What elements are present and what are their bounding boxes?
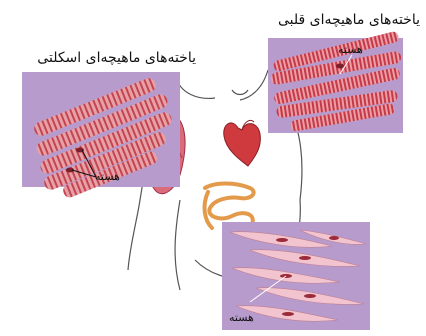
- intestine-icon: [205, 184, 254, 229]
- skeletal-nucleus-label: هسته: [95, 170, 120, 183]
- cardiac-muscle-title: یاخته‌های ماهیچه‌ای قلبی: [262, 12, 420, 28]
- skeletal-muscle-title: یاخته‌های ماهیچه‌ای اسکلتی: [6, 50, 196, 66]
- heart-icon: [224, 120, 261, 166]
- cardiac-muscle-panel: [268, 31, 403, 133]
- smooth-nucleus-label: هسته: [229, 311, 254, 324]
- cardiac-nucleus-label: هسته: [338, 43, 363, 56]
